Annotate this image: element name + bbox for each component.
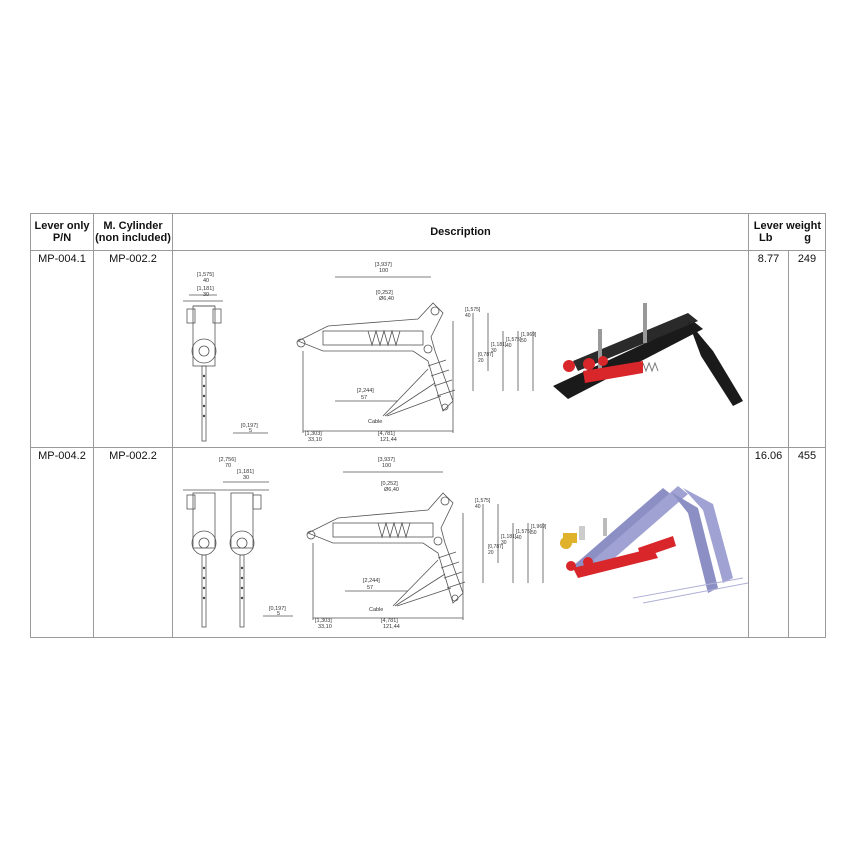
dim-right-6: 30 — [501, 540, 507, 546]
dim-hole-1: [0,252] — [376, 290, 393, 296]
dim-side-top-1: [3,937] — [375, 262, 392, 268]
dim-right-6: 30 — [491, 348, 497, 354]
cell-cylinder: MP-002.2 — [93, 250, 173, 448]
header-cylinder-line1: M. Cylinder — [103, 220, 163, 232]
dim-right-8: 40 — [506, 343, 512, 349]
cell-description: [1,575] 40 [1,181] 30 [0,197] 5 — [172, 250, 749, 448]
header-cylinder-line2: (non included) — [95, 232, 171, 244]
cable-label: Cable — [369, 607, 383, 613]
dim-bottom-left-2: 33,10 — [318, 624, 332, 630]
cell-pn: MP-004.1 — [30, 250, 94, 448]
cylinder-value: MP-002.2 — [109, 450, 157, 462]
dim-front-3: [1,181] — [197, 286, 214, 292]
table-row: MP-004.2 MP-002.2 — [30, 447, 826, 638]
dim-right-2: 40 — [475, 504, 481, 510]
weight-lb-value: 16.06 — [754, 450, 783, 462]
header-cylinder: M. Cylinder (non included) — [93, 213, 173, 251]
front-view — [183, 294, 268, 442]
dim-front-2: 70 — [225, 463, 231, 469]
dim-front-1: [1,575] — [197, 272, 214, 278]
dim-bottom-total-1: [4,781] — [378, 431, 395, 437]
dim-front-4: 30 — [203, 292, 209, 298]
dim-right-5: [1,181] — [491, 342, 507, 348]
dim-bottom-left-2: 33,10 — [308, 437, 322, 443]
header-weight-label: Lever weight — [753, 220, 821, 232]
dim-right-5: [1,181] — [501, 534, 517, 540]
header-description: Description — [172, 213, 749, 251]
dim-bottom-left-1: [1,303] — [305, 431, 322, 437]
cable-label: Cable — [368, 419, 382, 425]
dim-right-9: [1,969] — [521, 332, 537, 338]
weight-g-value: 455 — [797, 450, 817, 462]
dim-right-1: [1,575] — [475, 498, 491, 504]
dim-bottom-total-1: [4,781] — [381, 618, 398, 624]
dim-front-2: 40 — [203, 278, 209, 284]
dim-bottom-mid-2: 57 — [367, 585, 373, 591]
front-view-holes — [202, 566, 244, 600]
cylinder-value: MP-002.2 — [109, 253, 157, 265]
dim-right-4: 20 — [478, 358, 484, 364]
dim-right-10: 50 — [521, 338, 527, 344]
header-weight: Lever weight Lb g — [748, 213, 826, 251]
dim-bottom-left-1: [1,303] — [315, 618, 332, 624]
dim-right-4: 20 — [488, 550, 494, 556]
dim-right-2: 40 — [465, 313, 471, 319]
dim-right-9: [1,969] — [531, 524, 547, 530]
dim-side-top-2: 100 — [379, 268, 388, 274]
dim-side-right: [1,575] 40 [0,787] 20 [1,181] 30 [1,575]… — [465, 307, 537, 364]
spec-table: Lever only P/N M. Cylinder (non included… — [30, 213, 826, 638]
dim-right-3: [0,787] — [488, 544, 504, 550]
cell-description: [2,756] 70 [1,181] 30 [0,197] 5 — [172, 447, 749, 638]
header-weight-unit-lb: Lb — [759, 232, 773, 244]
dim-hole-1: [0,252] — [381, 481, 398, 487]
dim-right-1: [1,575] — [465, 307, 481, 313]
front-view — [183, 481, 293, 628]
dim-bottom-total-2: 121,44 — [380, 437, 397, 443]
dim-right-3: [0,787] — [478, 352, 494, 358]
cell-weight-g: 455 — [788, 447, 826, 638]
cell-weight-lb: 16.06 — [748, 447, 789, 638]
header-row: Lever only P/N M. Cylinder (non included… — [30, 213, 826, 251]
dim-bottom-total-2: 121,44 — [383, 624, 400, 630]
technical-drawing: [1,575] 40 [1,181] 30 [0,197] 5 — [183, 262, 743, 443]
dim-right-8: 40 — [516, 535, 522, 541]
cell-cylinder: MP-002.2 — [93, 447, 173, 638]
header-lever-only-line1: Lever only — [34, 220, 90, 232]
header-lever-only: Lever only P/N — [30, 213, 94, 251]
dim-front-6: 5 — [277, 611, 280, 617]
dim-front-5: [0,197] — [241, 423, 258, 429]
dim-bottom-mid-1: [2,244] — [363, 578, 380, 584]
dim-front-4: 30 — [243, 475, 249, 481]
side-view — [306, 471, 544, 620]
dim-side-right: [1,575] 40 [0,787] 20 [1,181] 30 [1,575]… — [475, 498, 547, 556]
weight-g-value: 249 — [797, 253, 817, 265]
header-lever-only-line2: P/N — [52, 232, 72, 244]
technical-drawing: [2,756] 70 [1,181] 30 [0,197] 5 — [183, 457, 749, 630]
header-weight-unit-g: g — [804, 232, 811, 244]
dim-front-5: [0,197] — [269, 606, 286, 612]
cell-weight-lb: 8.77 — [748, 250, 789, 448]
dim-right-7: [1,575] — [506, 337, 522, 343]
cell-pn: MP-004.2 — [30, 447, 94, 638]
pn-value: MP-004.2 — [38, 450, 86, 462]
table-row: MP-004.1 MP-002.2 — [30, 250, 826, 448]
dim-right-10: 50 — [531, 530, 537, 536]
dim-hole-2: Ø6,40 — [384, 487, 399, 493]
dim-front-1: [2,756] — [219, 457, 236, 463]
front-view-holes — [202, 374, 206, 418]
dim-hole-2: Ø6,40 — [379, 296, 394, 302]
dim-front-3: [1,181] — [237, 469, 254, 475]
cell-weight-g: 249 — [788, 250, 826, 448]
render-image-double-lever — [560, 486, 749, 604]
weight-lb-value: 8.77 — [757, 253, 780, 265]
dim-side-top-1: [3,937] — [378, 457, 395, 463]
pn-value: MP-004.1 — [38, 253, 86, 265]
dim-right-7: [1,575] — [516, 529, 532, 535]
render-image-black-lever — [553, 303, 743, 406]
dim-front-6: 5 — [249, 428, 252, 434]
side-view — [296, 276, 534, 433]
dim-side-top-2: 100 — [382, 463, 391, 469]
dim-bottom-mid-1: [2,244] — [357, 388, 374, 394]
dim-bottom-mid-2: 57 — [361, 395, 367, 401]
